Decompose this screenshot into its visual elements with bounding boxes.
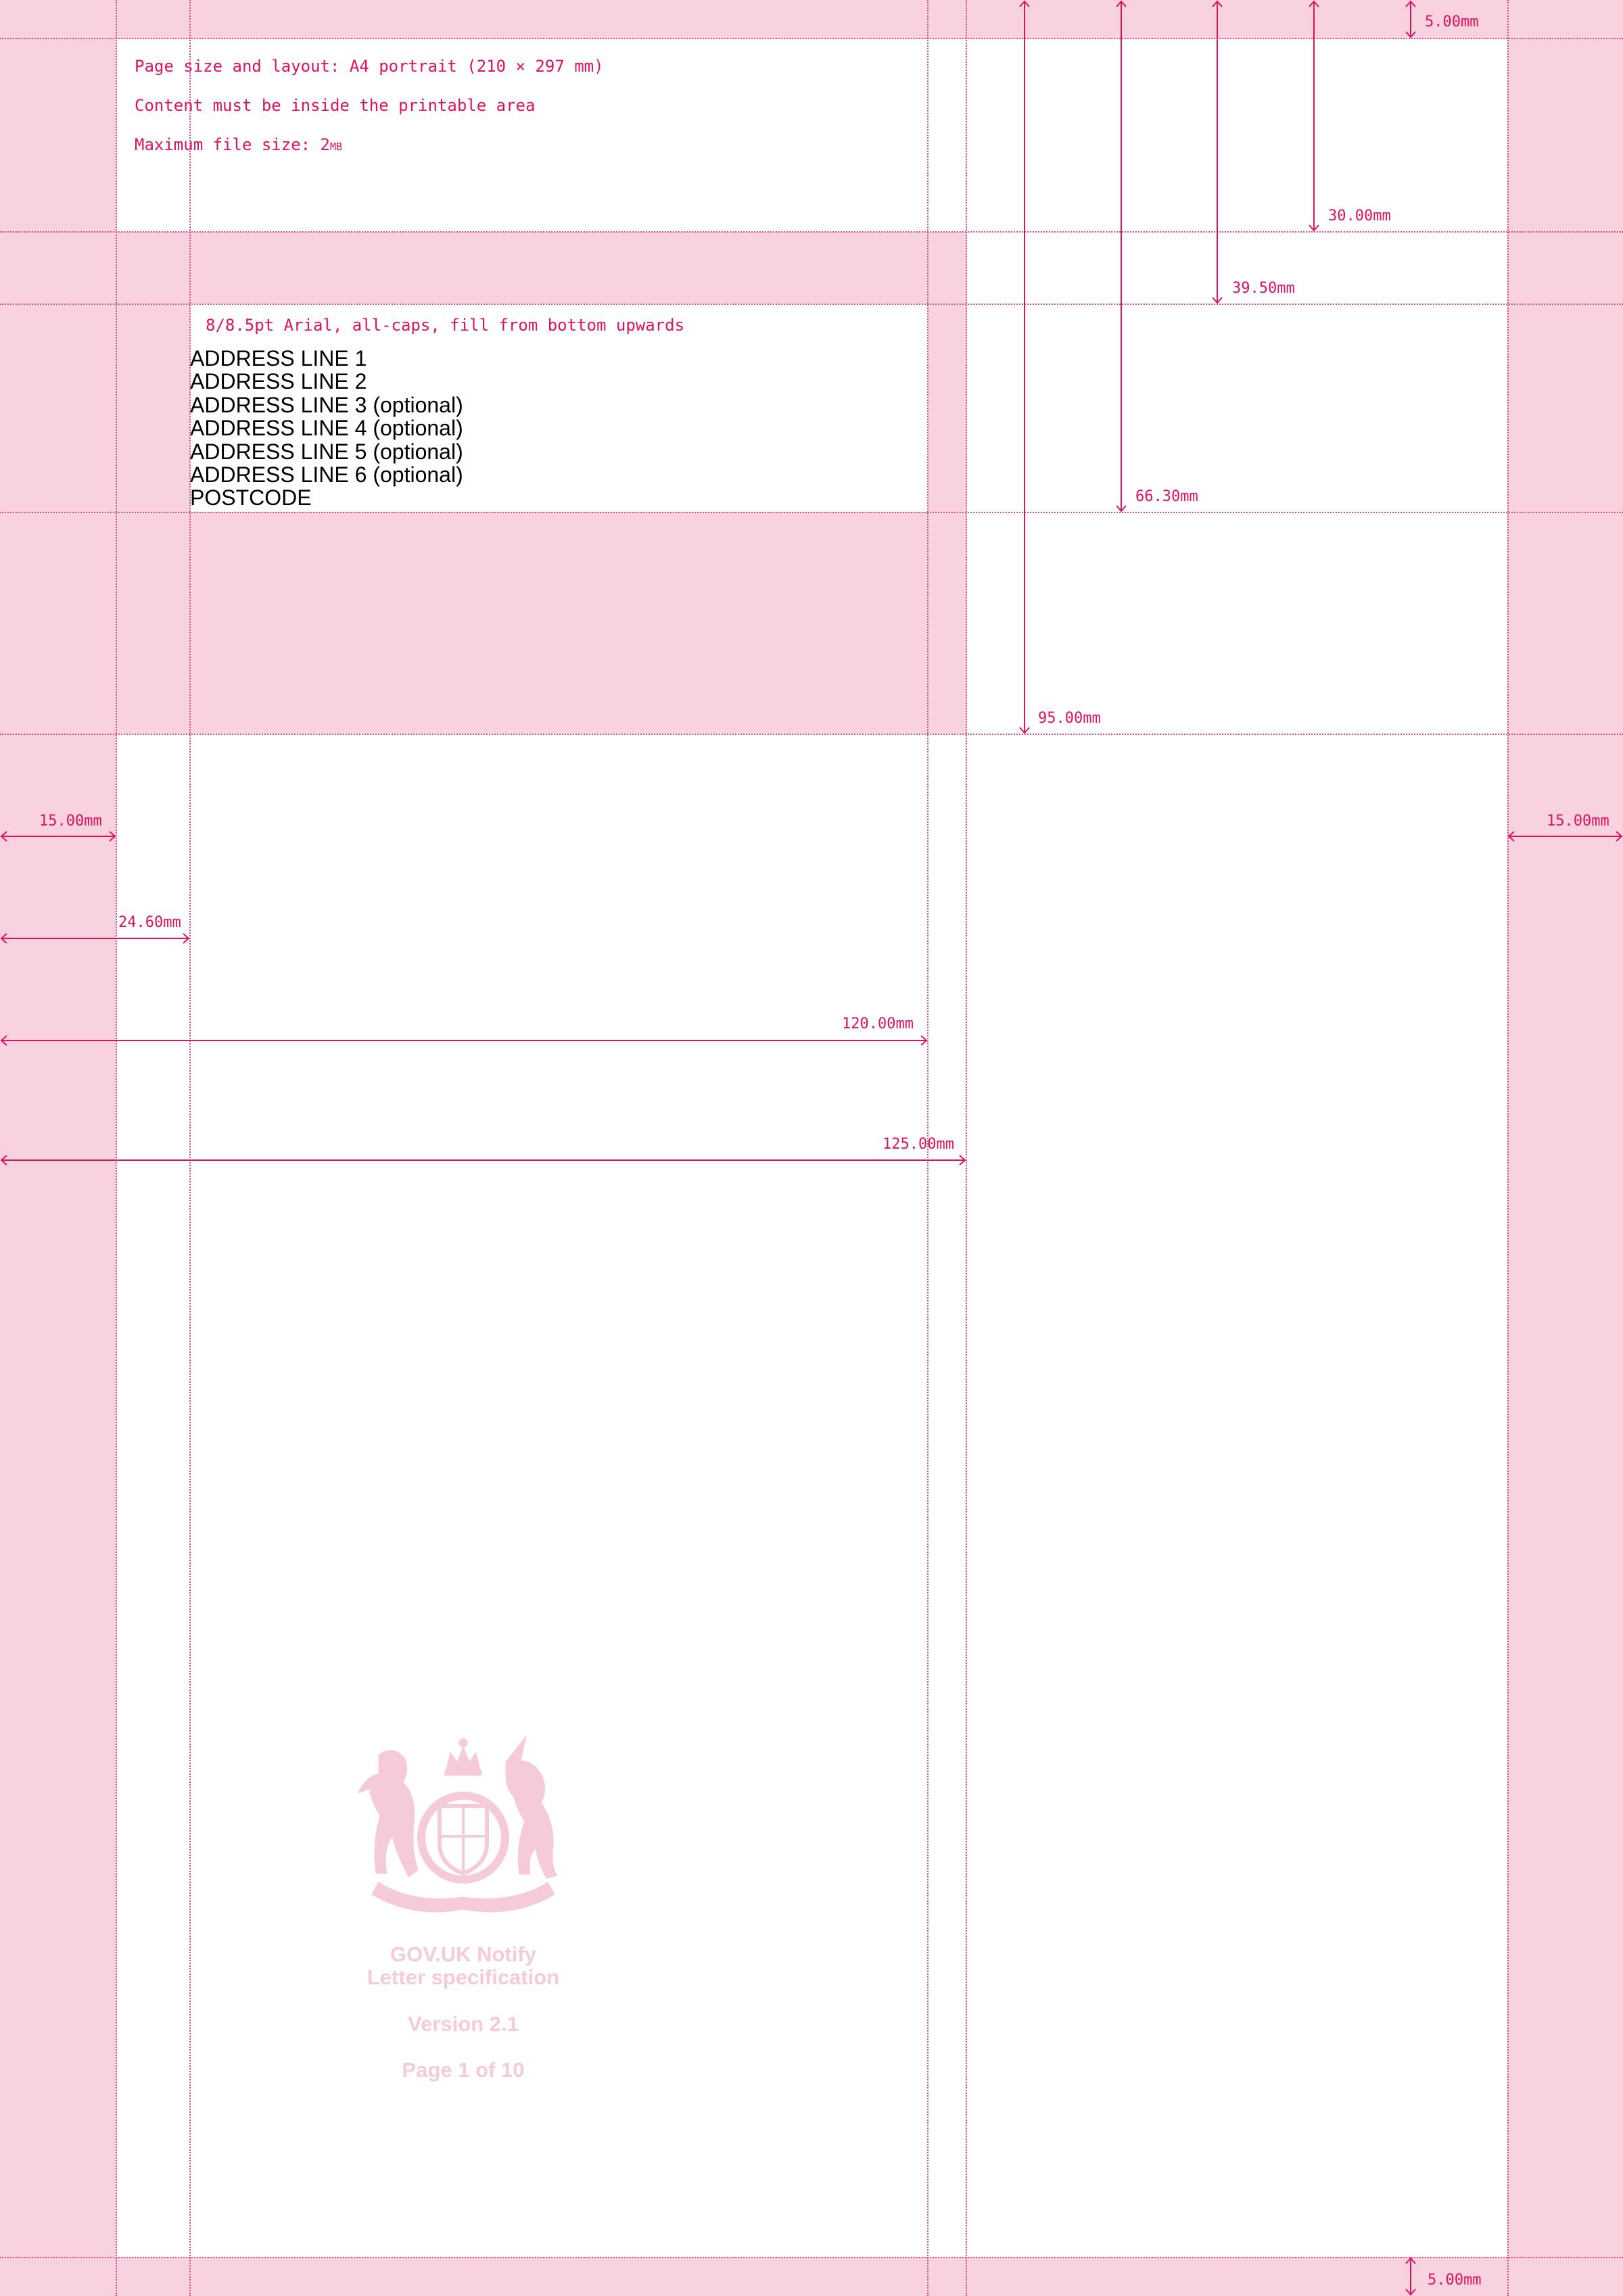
footer-version: Version 2.1 xyxy=(408,2012,519,2036)
guide-header-bottom xyxy=(0,231,1623,233)
clear-zone-below-address xyxy=(116,512,966,734)
address-line-4: ADDRESS LINE 4 (optional) xyxy=(190,416,463,441)
guide-address-width xyxy=(927,0,928,2296)
guide-bottom-margin xyxy=(0,2257,1623,2258)
file-size-unit: MB xyxy=(329,141,343,153)
royal-coat-of-arms-icon xyxy=(352,1735,575,1915)
guide-right-margin xyxy=(1507,0,1509,2296)
guide-address-indent xyxy=(189,0,191,2296)
file-size-note: Maximum file size: 2MB xyxy=(135,135,342,154)
bottom-margin-zone xyxy=(0,2257,1623,2296)
address-line-3: ADDRESS LINE 3 (optional) xyxy=(190,392,463,417)
label-address-top: 39.50mm xyxy=(1232,280,1295,297)
postcode-line: POSTCODE xyxy=(190,485,312,510)
guide-clear-zone-bottom xyxy=(0,734,1623,735)
label-address-width: 120.00mm xyxy=(842,1015,914,1032)
label-address-bottom: 66.30mm xyxy=(1135,488,1198,505)
address-format-note: 8/8.5pt Arial, all-caps, fill from botto… xyxy=(206,316,685,335)
address-block: ADDRESS LINE 1 ADDRESS LINE 2 ADDRESS LI… xyxy=(190,347,463,510)
address-left-gap-zone xyxy=(116,304,190,512)
footer-page-number: Page 1 of 10 xyxy=(402,2058,525,2082)
address-line-1: ADDRESS LINE 1 xyxy=(190,346,367,370)
guide-top-margin xyxy=(0,38,1623,39)
top-margin-zone xyxy=(0,0,1623,39)
footer-subtitle: Letter specification xyxy=(367,1965,560,1989)
address-line-5: ADDRESS LINE 5 (optional) xyxy=(190,439,463,464)
file-size-prefix: Maximum file size: 2 xyxy=(135,135,330,154)
label-bottom-margin: 5.00mm xyxy=(1428,2272,1482,2289)
printable-area-note: Content must be inside the printable are… xyxy=(135,96,536,115)
header-gap-zone xyxy=(116,232,966,304)
left-margin-zone xyxy=(0,0,116,2296)
page-size-note: Page size and layout: A4 portrait (210 ×… xyxy=(135,57,604,76)
guide-address-bottom xyxy=(0,512,1623,513)
guide-address-top xyxy=(0,304,1623,305)
guide-window-width xyxy=(966,0,967,2296)
address-line-6: ADDRESS LINE 6 (optional) xyxy=(190,462,463,487)
address-right-gap-zone xyxy=(928,304,966,512)
guide-left-margin xyxy=(116,0,117,2296)
label-header-depth: 30.00mm xyxy=(1328,208,1391,224)
label-address-indent: 24.60mm xyxy=(118,914,181,931)
right-margin-zone xyxy=(1507,0,1623,2296)
label-clear-zone-bottom: 95.00mm xyxy=(1038,710,1101,727)
label-left-margin: 15.00mm xyxy=(39,813,102,830)
footer-title: GOV.UK Notify xyxy=(390,1942,536,1966)
label-window-width: 125.00mm xyxy=(883,1136,954,1153)
label-top-margin: 5.00mm xyxy=(1425,14,1479,30)
address-line-2: ADDRESS LINE 2 xyxy=(190,369,367,394)
label-right-margin: 15.00mm xyxy=(1547,813,1609,830)
